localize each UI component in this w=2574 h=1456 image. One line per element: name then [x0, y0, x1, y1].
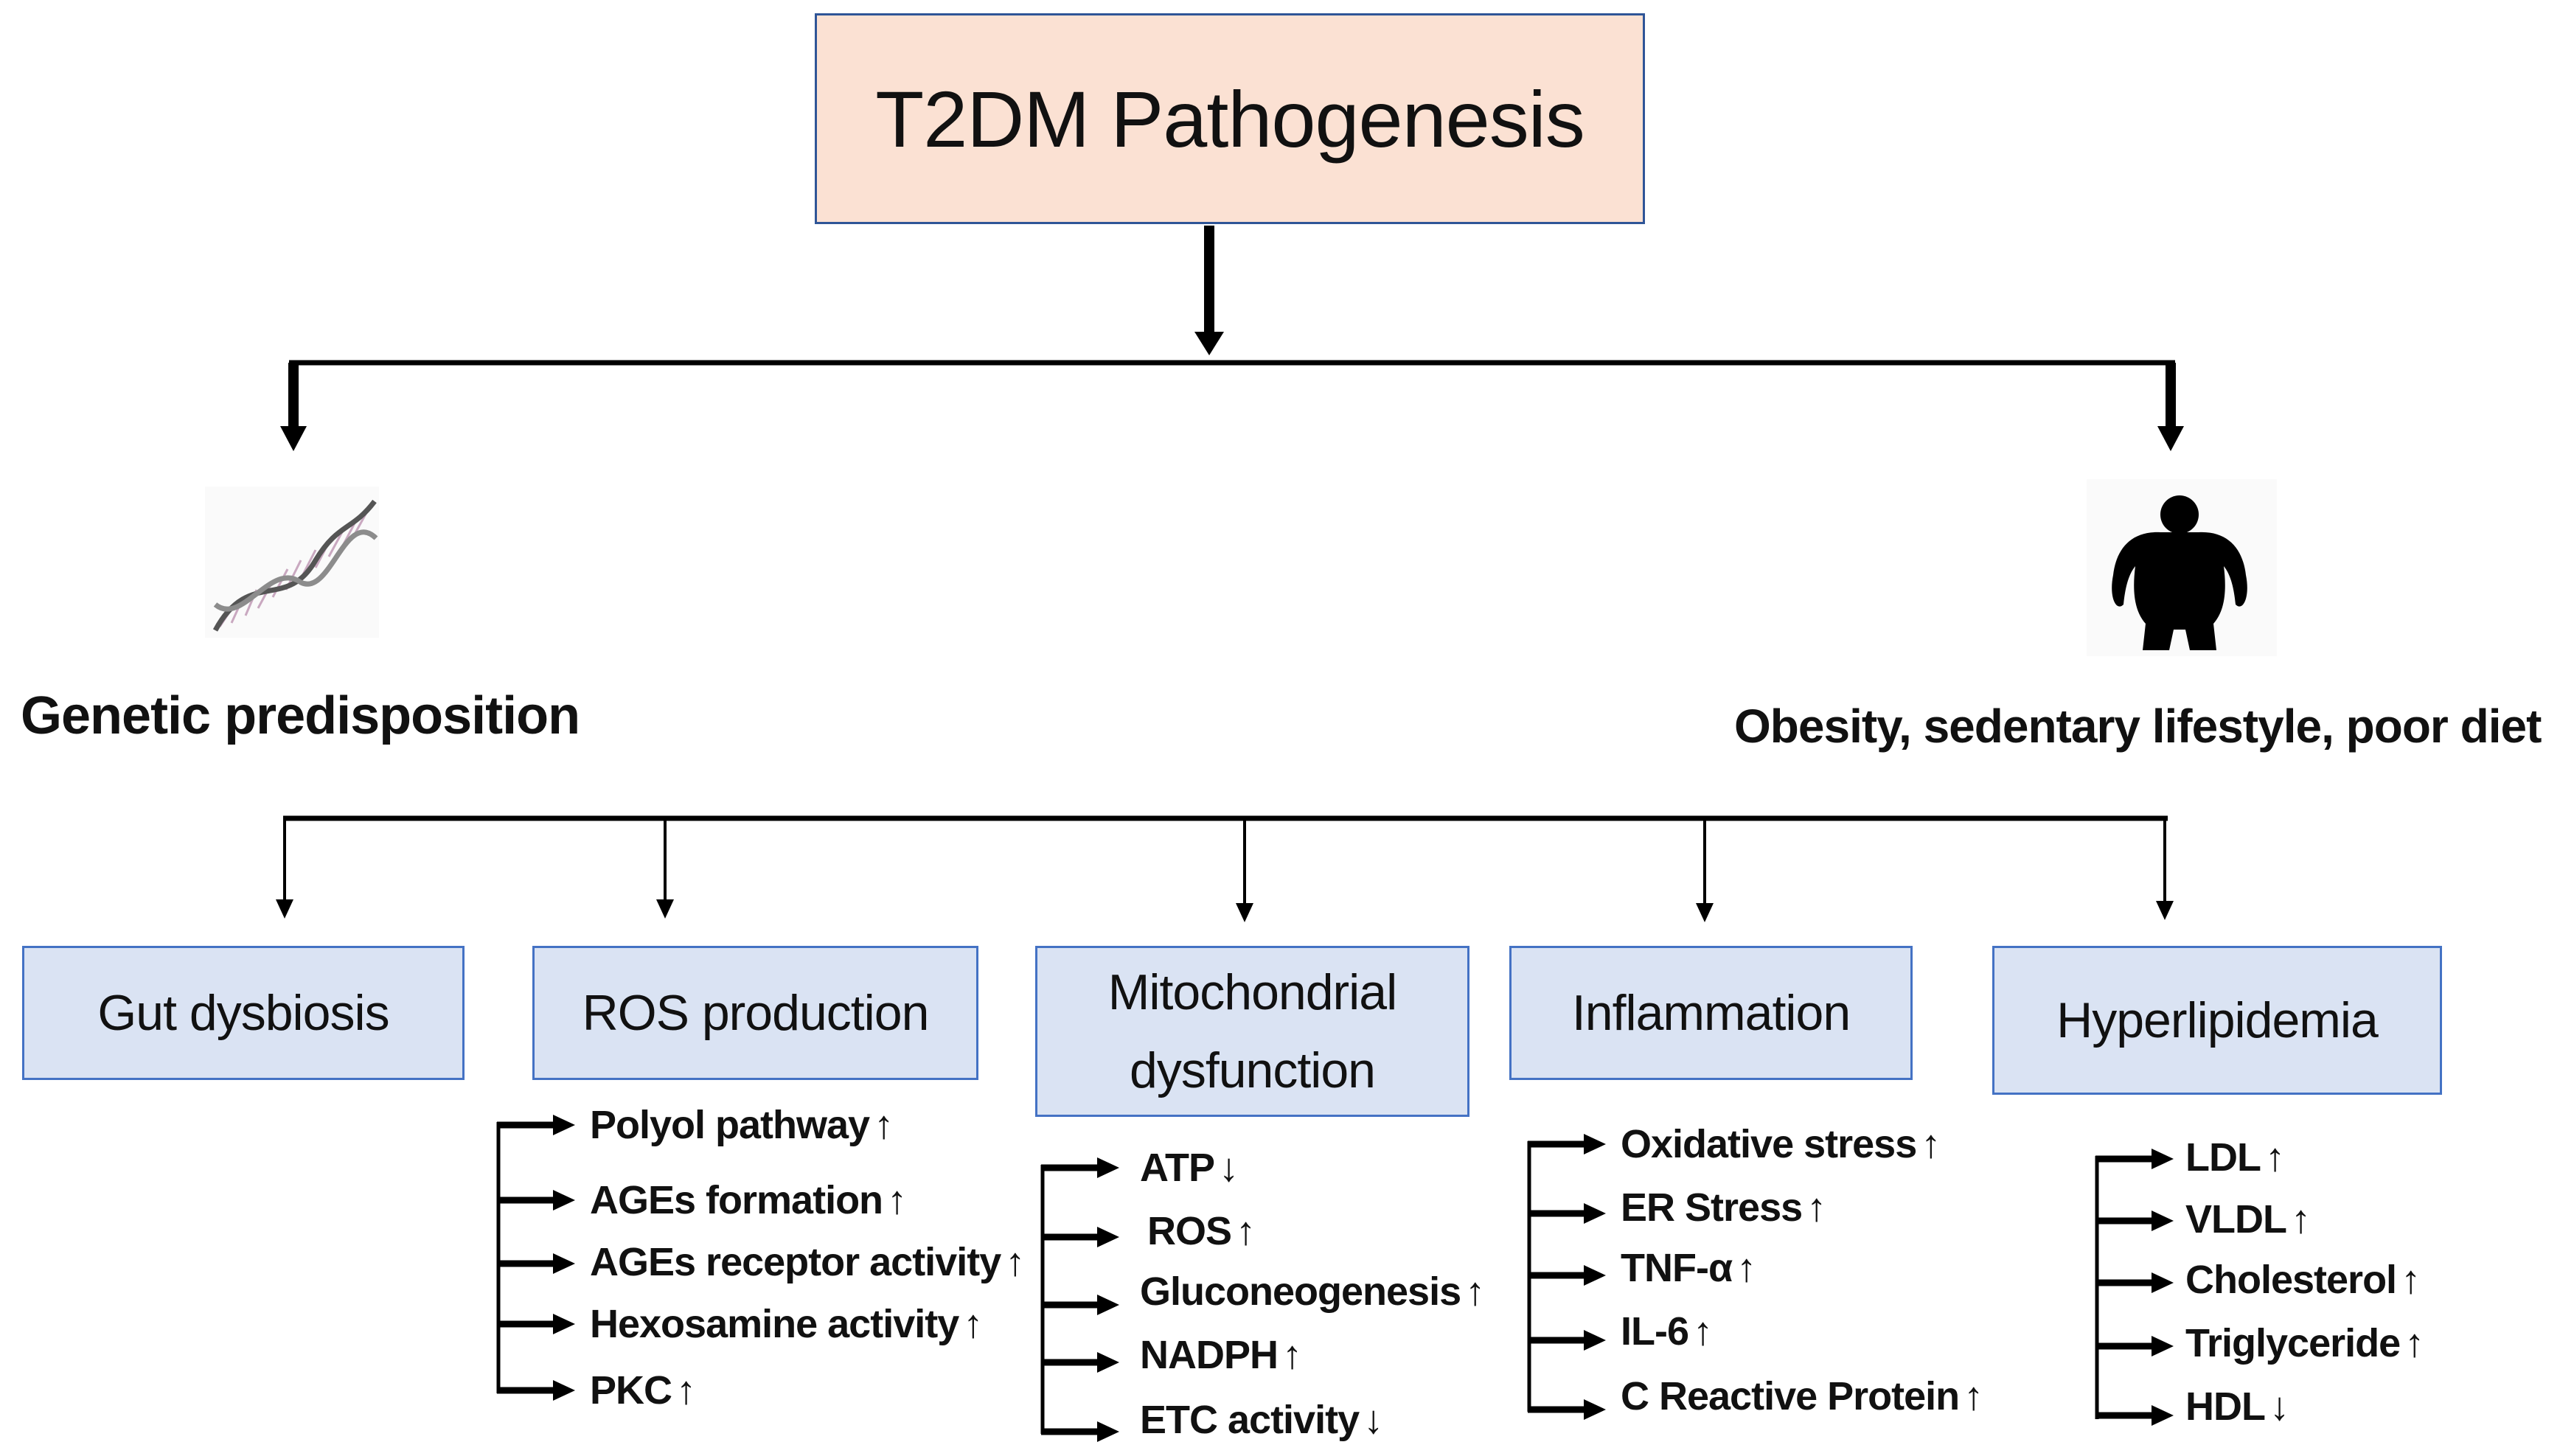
list-item: AGEs receptor activity↑: [590, 1240, 1025, 1284]
up-arrow-icon: ↑: [1465, 1269, 1485, 1314]
down-arrow-icon: ↓: [2269, 1384, 2289, 1429]
list-item: HDL↓: [2185, 1384, 2289, 1429]
lifestyle-label: Obesity, sedentary lifestyle, poor diet: [1734, 700, 2542, 753]
up-arrow-icon: ↑: [1963, 1374, 1983, 1418]
list-item: PKC↑: [590, 1368, 696, 1413]
list-item: Oxidative stress↑: [1621, 1122, 1941, 1166]
up-arrow-icon: ↑: [1921, 1122, 1941, 1166]
inflammation-box: Inflammation: [1509, 946, 1913, 1080]
hyperlipidemia-label: Hyperlipidemia: [2056, 992, 2379, 1048]
inflam-bracket: [1527, 1134, 1606, 1420]
up-arrow-icon: ↑: [1693, 1309, 1713, 1354]
mito-label-line1: Mitochondrial: [1107, 964, 1397, 1020]
list-item: NADPH↑: [1140, 1333, 1302, 1377]
ros-bracket: [496, 1115, 575, 1401]
title-connector: [280, 226, 2184, 451]
list-item: C Reactive Protein↑: [1621, 1374, 1983, 1418]
list-item: Triglyceride↑: [2185, 1321, 2424, 1365]
up-arrow-icon: ↑: [1806, 1185, 1826, 1230]
down-arrow-icon: ↓: [1219, 1146, 1239, 1190]
title-box: T2DM Pathogenesis: [815, 13, 1645, 224]
page-title: T2DM Pathogenesis: [875, 74, 1585, 164]
up-arrow-icon: ↑: [887, 1178, 907, 1222]
dna-helix-icon: [205, 487, 379, 638]
list-item: ROS↑: [1147, 1209, 1256, 1253]
hyperlipidemia-box: Hyperlipidemia: [1992, 946, 2442, 1095]
up-arrow-icon: ↑: [2291, 1197, 2311, 1241]
up-arrow-icon: ↑: [2404, 1321, 2424, 1365]
mito-label-line2: dysfunction: [1130, 1042, 1376, 1098]
list-item: Cholesterol↑: [2185, 1258, 2421, 1302]
obese-person-icon: [2087, 479, 2277, 656]
list-item: VLDL↑: [2185, 1197, 2311, 1241]
up-arrow-icon: ↑: [2401, 1258, 2421, 1302]
mitochondrial-dysfunction-label: Mitochondrial dysfunction: [1107, 953, 1397, 1110]
list-item: Polyol pathway↑: [590, 1103, 894, 1147]
up-arrow-icon: ↑: [676, 1368, 696, 1413]
list-item: Hexosamine activity↑: [590, 1302, 983, 1346]
up-arrow-icon: ↑: [2264, 1135, 2285, 1180]
list-item: IL-6↑: [1621, 1309, 1713, 1354]
up-arrow-icon: ↑: [1282, 1333, 1302, 1377]
mechanism-connector: [276, 815, 2174, 922]
up-arrow-icon: ↑: [1236, 1209, 1256, 1253]
list-item: ATP↓: [1140, 1146, 1239, 1190]
hyper-bracket: [2095, 1149, 2174, 1426]
inflammation-label: Inflammation: [1571, 985, 1851, 1041]
ros-production-box: ROS production: [532, 946, 978, 1080]
gut-dysbiosis-box: Gut dysbiosis: [22, 946, 465, 1080]
list-item: LDL↑: [2185, 1135, 2285, 1180]
up-arrow-icon: ↑: [963, 1302, 983, 1346]
up-arrow-icon: ↑: [1005, 1240, 1025, 1284]
list-item: ETC activity↓: [1140, 1398, 1383, 1442]
up-arrow-icon: ↑: [1736, 1246, 1756, 1290]
list-item: AGEs formation↑: [590, 1178, 907, 1222]
down-arrow-icon: ↓: [1363, 1398, 1383, 1442]
list-item: TNF-α↑: [1621, 1246, 1756, 1290]
list-item: ER Stress↑: [1621, 1185, 1826, 1230]
mitochondrial-dysfunction-box: Mitochondrial dysfunction: [1035, 946, 1469, 1117]
up-arrow-icon: ↑: [874, 1103, 894, 1147]
ros-production-label: ROS production: [582, 985, 930, 1041]
genetic-predisposition-label: Genetic predisposition: [21, 686, 580, 745]
gut-dysbiosis-label: Gut dysbiosis: [97, 985, 389, 1041]
mito-bracket: [1040, 1157, 1119, 1442]
list-item: Gluconeogenesis↑: [1140, 1269, 1485, 1314]
